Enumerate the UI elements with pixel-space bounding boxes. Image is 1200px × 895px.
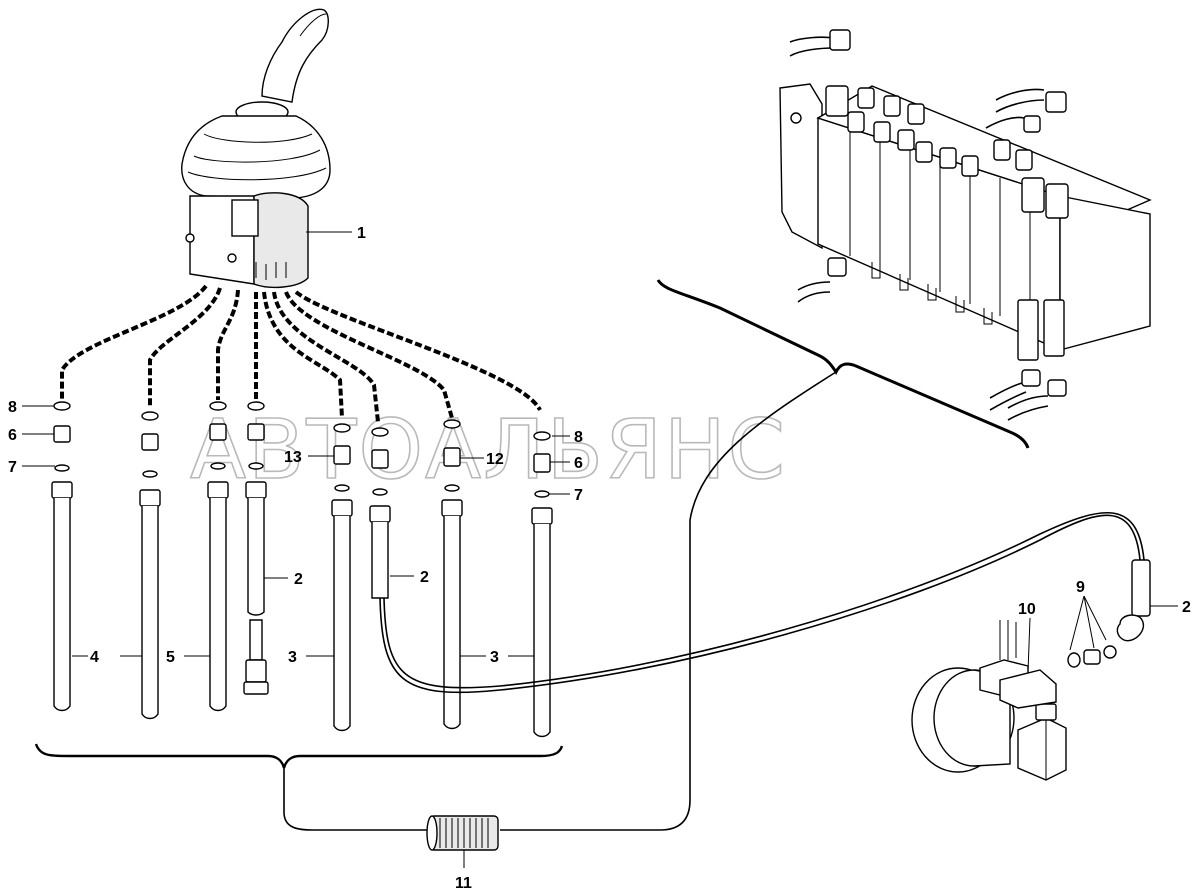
hoses	[51, 481, 553, 738]
callout-6-left: 6	[8, 427, 17, 444]
callout-3-b: 3	[490, 649, 499, 666]
callout-6-right: 6	[574, 455, 583, 472]
callout-8-left: 8	[8, 399, 17, 416]
callout-2-a: 2	[294, 571, 303, 588]
callout-9: 9	[1076, 579, 1085, 596]
watermark: АВТОАЛЬЯНС	[190, 403, 787, 498]
callout-12: 12	[486, 451, 504, 468]
control-valve-bank	[779, 29, 1152, 421]
callout-7-right: 7	[574, 487, 583, 504]
callout-13: 13	[284, 449, 302, 466]
callout-5: 5	[166, 649, 175, 666]
callout-7-left: 7	[8, 459, 17, 476]
callout-11: 11	[455, 875, 472, 892]
leader-lines	[22, 405, 1178, 868]
callout-2-c: 2	[1182, 599, 1191, 616]
callout-10: 10	[1018, 601, 1036, 618]
pressure-switch-assembly	[911, 620, 1117, 781]
callout-labels: 1 8 6 7 8 6 7 13 12 2 2 2 4 5 3 3 9 10 1…	[8, 225, 1191, 892]
fittings	[53, 401, 551, 498]
callout-8-right: 8	[574, 429, 583, 446]
callout-2-b: 2	[420, 569, 429, 586]
callout-4: 4	[90, 649, 99, 666]
callout-1: 1	[357, 225, 366, 242]
pilot-hoses-dashed	[60, 284, 542, 423]
coil-11	[426, 815, 499, 851]
joystick-control-valve	[181, 8, 331, 289]
callout-3-a: 3	[288, 649, 297, 666]
